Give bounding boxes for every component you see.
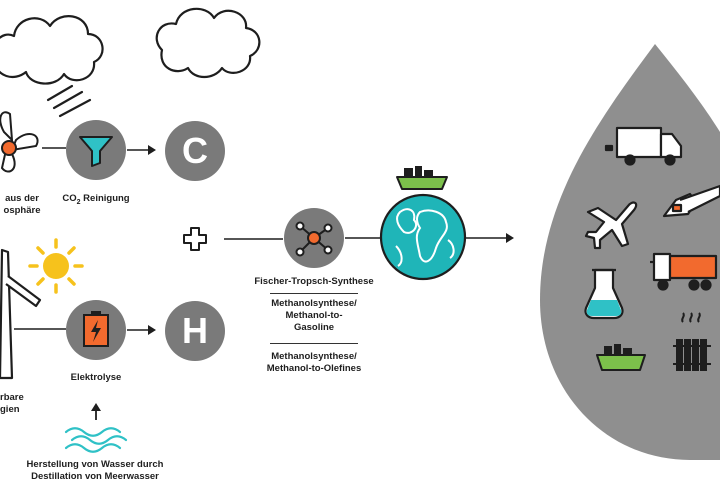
renewable-label-line2: gien [0,404,20,415]
wind-turbine-icon [0,248,42,380]
fan-icon [0,111,39,173]
chainsaw-icon [662,184,720,218]
filter-node [66,120,126,180]
fuel-drop [540,44,720,460]
globe-icon [379,193,467,281]
arrow-head [91,403,101,411]
electrolysis-node [66,300,126,360]
carbon-node [165,121,225,181]
hydrogen-node [165,301,225,361]
water-waves-icon [64,427,128,453]
co2-subscript: 2 [76,198,81,206]
battery-icon [83,311,109,347]
process-mtg-line2: Methanol-to- [285,310,343,321]
co2-suffix: Reinigung [80,193,130,204]
process-mtg-label: Methanolsynthese/ Methanol-to- Gasoline [244,298,384,334]
airplane-icon [584,201,638,250]
renewable-label-line1: rbare [0,392,24,403]
sun-icon [28,238,84,294]
arrow-head [148,325,156,335]
flask-icon [584,268,624,320]
process-ft-label: Fischer-Tropsch-Synthese [254,276,374,287]
water-label-line2: Destillation von Meerwasser [31,471,159,482]
divider [270,343,358,344]
process-mto-line1: Methanolsynthese/ [271,351,357,362]
process-mtg-line3: Gasoline [293,322,335,333]
arrow-head [506,233,514,243]
air-capture-label: aus der osphäre [0,193,44,217]
cloud-icon [155,7,261,79]
water-label-line1: Herstellung von Wasser durch [26,459,164,470]
ship-icon [596,344,646,371]
renewable-label: rbare gien [0,392,40,416]
air-capture-label-line1: aus der [5,193,39,204]
cloud-icon [0,15,104,85]
co2-cleaning-label: CO2 Reinigung [50,193,142,209]
filter-icon [79,136,113,167]
tanker-truck-icon [650,252,718,291]
carbon-letter: C [182,130,208,171]
plus-icon [183,227,207,251]
water-production-label: Herstellung von Wasser durch Destillatio… [16,459,174,483]
elektrolyse-label: Elektrolyse [70,372,122,383]
molecule-icon [295,221,333,257]
process-mto-line2: Methanol-to-Olefines [266,363,362,374]
truck-icon [604,126,683,166]
synthesis-node [284,208,344,268]
arrow-head [148,145,156,155]
wind-lines-icon [46,84,92,118]
air-capture-label-line2: osphäre [3,205,41,216]
hydrogen-letter: H [182,310,208,351]
divider [270,293,358,294]
ship-icon [396,166,448,190]
radiator-icon [673,312,711,371]
process-mto-label: Methanolsynthese/ Methanol-to-Olefines [244,351,384,375]
co2-prefix: CO [62,193,77,204]
process-mtg-line1: Methanolsynthese/ [271,298,357,309]
